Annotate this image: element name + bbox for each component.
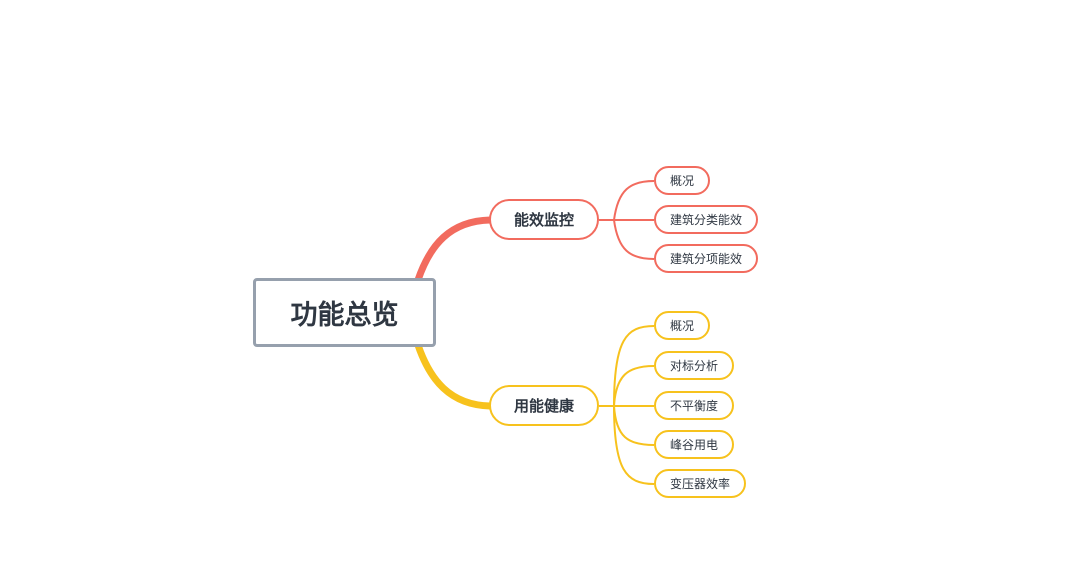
leaf-topic-label: 概况	[670, 174, 695, 188]
connector-root-to-branch-2	[414, 341, 494, 410]
branch-topic-label: 能效监控	[513, 211, 574, 229]
connector-branch-2-leaf-4	[613, 405, 655, 446]
leaf-topic-label: 建筑分类能效	[670, 213, 743, 227]
leaf-topic-peak-valley-usage[interactable]: 峰谷用电	[654, 430, 735, 459]
leaf-topic-overview[interactable]: 概况	[654, 311, 711, 340]
leaf-topic-label: 峰谷用电	[670, 438, 719, 452]
root-topic-label: 功能总览	[290, 300, 399, 331]
connector-root-to-branch-1	[414, 216, 494, 284]
root-topic[interactable]: 功能总览	[253, 278, 436, 347]
connector-branch-2-leaf-2	[613, 365, 655, 407]
connector-branch-2-leaf-5	[613, 405, 655, 485]
leaf-topic-overview[interactable]: 概况	[654, 166, 711, 195]
leaf-topic-transformer-efficiency[interactable]: 变压器效率	[654, 469, 747, 498]
leaf-topic-label: 对标分析	[670, 359, 719, 373]
leaf-topic-benchmark-analysis[interactable]: 对标分析	[654, 351, 735, 380]
leaf-topic-label: 概况	[670, 319, 695, 333]
connector-branch-2-leaf-1	[613, 325, 655, 407]
connector-branch-1-leaf-3	[613, 219, 655, 260]
leaf-topic-label: 变压器效率	[670, 477, 731, 491]
leaf-topic-building-category-efficiency[interactable]: 建筑分类能效	[654, 205, 759, 234]
branch-topic-label: 用能健康	[513, 397, 574, 415]
leaf-topic-building-item-efficiency[interactable]: 建筑分项能效	[654, 244, 759, 273]
leaf-topic-label: 不平衡度	[670, 399, 719, 413]
leaf-topic-label: 建筑分项能效	[670, 252, 743, 266]
branch-topic-energy-health[interactable]: 用能健康	[489, 385, 599, 426]
connector-branch-1-leaf-1	[613, 180, 655, 221]
leaf-topic-imbalance[interactable]: 不平衡度	[654, 391, 735, 420]
branch-topic-energy-monitoring[interactable]: 能效监控	[489, 199, 599, 240]
